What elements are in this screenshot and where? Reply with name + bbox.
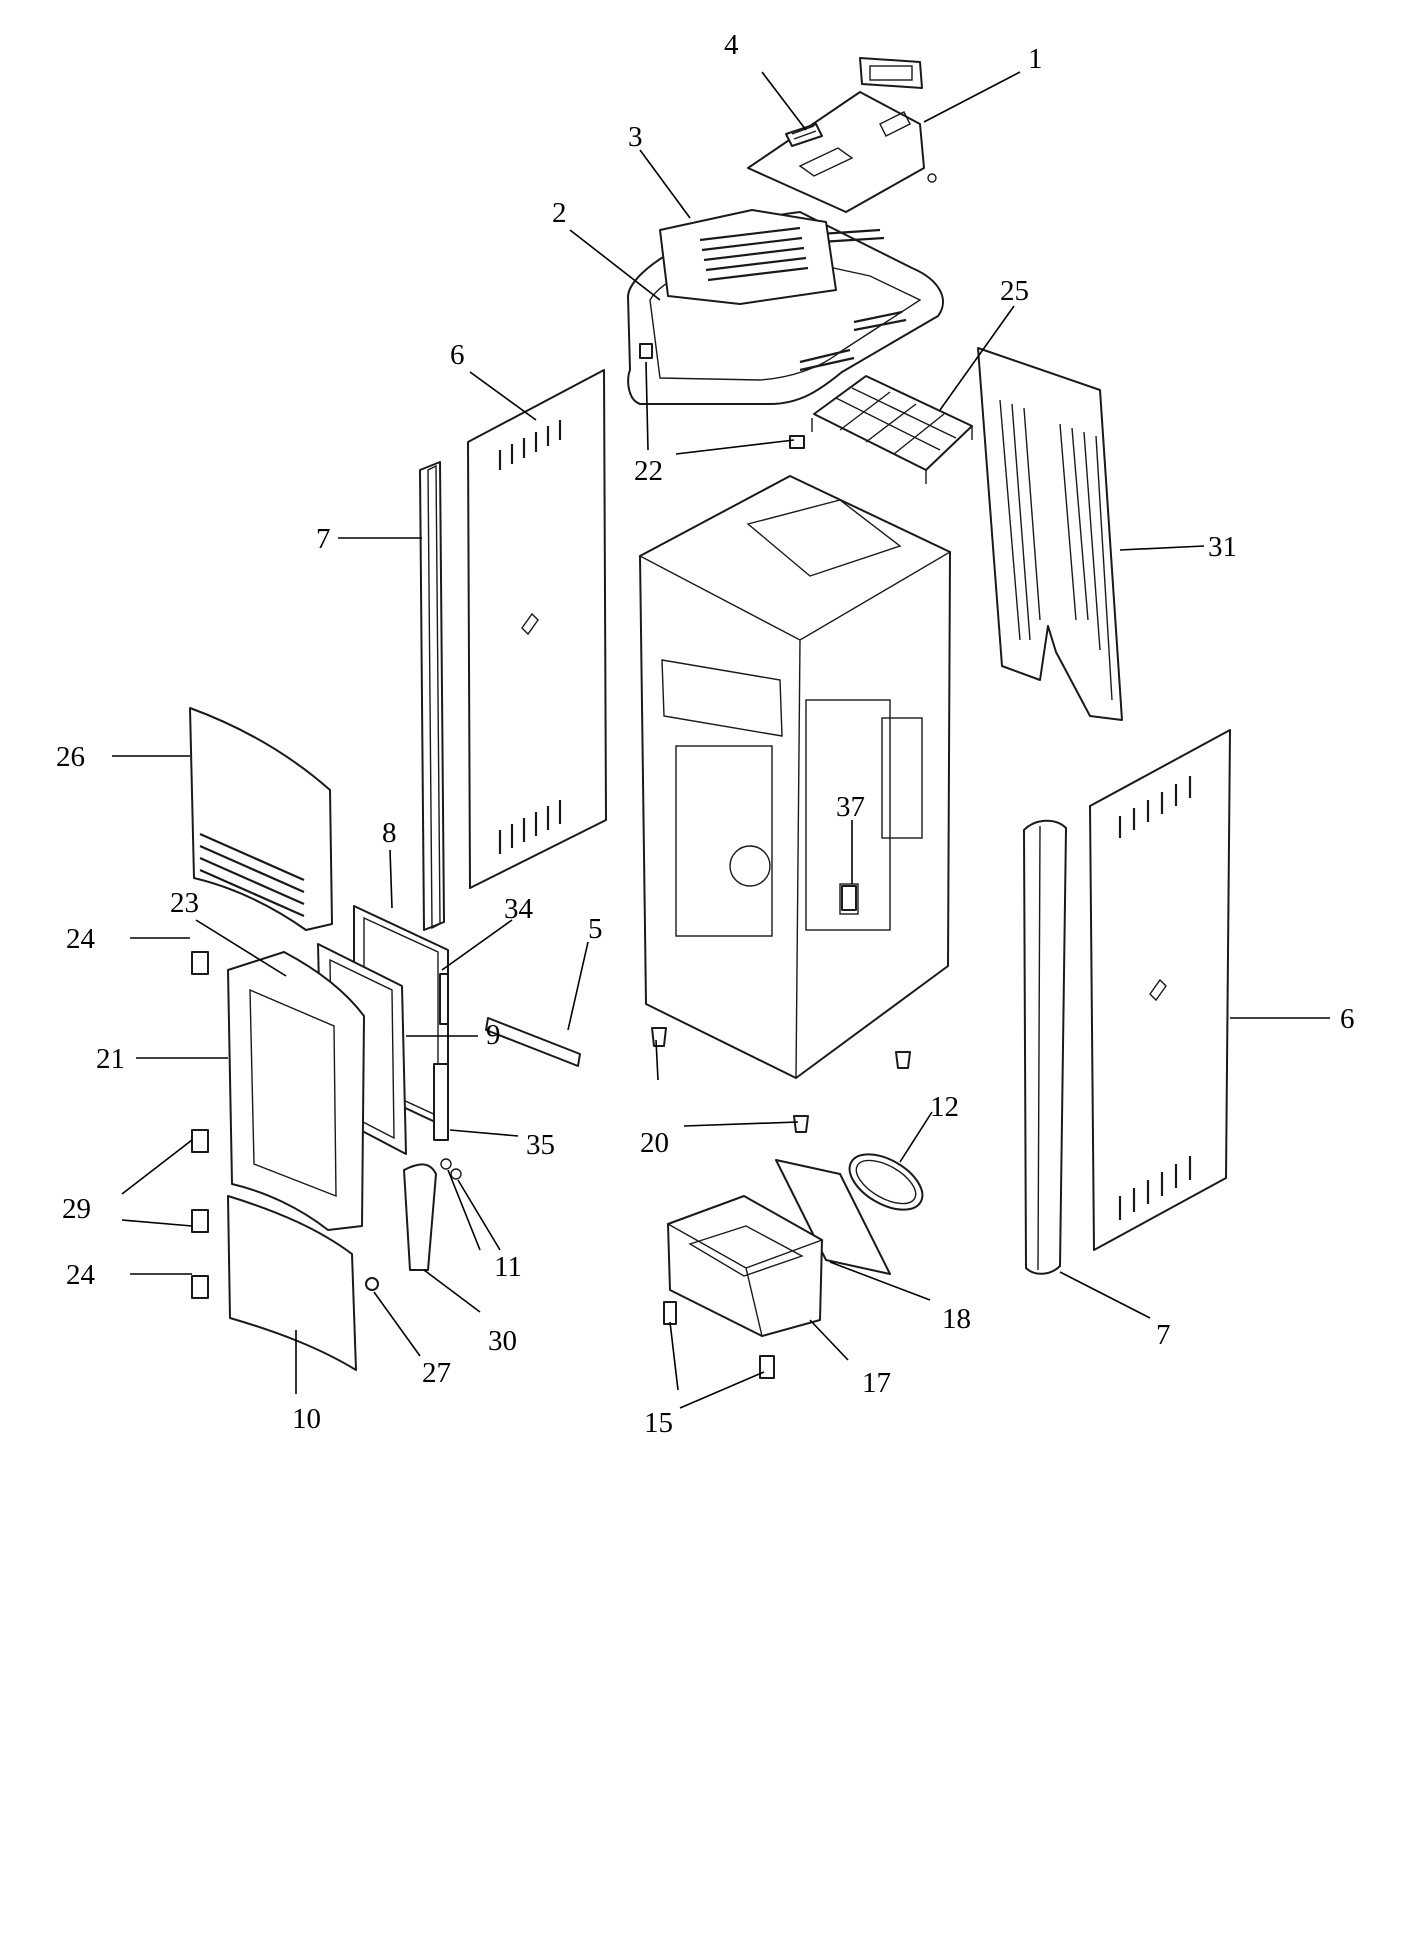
- callout-24-upper: 24: [66, 923, 96, 955]
- callout-31: 31: [1208, 531, 1237, 563]
- part-1-control-panel: [747, 57, 937, 213]
- part-22-top-feet: [639, 343, 805, 449]
- callout-9: 9: [486, 1019, 501, 1051]
- part-37-component: [841, 885, 857, 911]
- part-6-left-side-panel: [467, 369, 607, 889]
- leader-lines: [112, 71, 1330, 1409]
- part-3-top-grille: [659, 209, 837, 305]
- callout-35: 35: [526, 1129, 555, 1161]
- part-6-right-side-panel: [1089, 729, 1231, 1251]
- callout-26: 26: [56, 741, 85, 773]
- callout-37: 37: [836, 791, 865, 823]
- callout-20: 20: [640, 1127, 669, 1159]
- callout-5: 5: [588, 913, 603, 945]
- part-34-35-strip: [433, 973, 449, 1141]
- part-24-29-hinges: [191, 951, 209, 1299]
- callout-17: 17: [862, 1367, 891, 1399]
- callout-8: 8: [382, 817, 397, 849]
- part-20-feet: [651, 1027, 911, 1133]
- callout-6-right: 6: [1340, 1003, 1355, 1035]
- callout-22: 22: [634, 455, 663, 487]
- stove-main-body: [638, 475, 952, 1079]
- callout-7-right: 7: [1156, 1319, 1171, 1351]
- part-26-front-upper-panel: [189, 707, 333, 931]
- part-7-left-corner-profile: [419, 461, 445, 931]
- callout-11: 11: [494, 1251, 522, 1283]
- part-11-screws: [440, 1158, 462, 1180]
- part-25-wire-basket: [811, 375, 973, 484]
- callout-2: 2: [552, 197, 567, 229]
- callout-labels: 1 2 3 4 5 6 6 7 7 8 9 10 11 12 15 17 18 …: [56, 29, 1355, 1439]
- part-7-right-corner-profile: [1023, 819, 1067, 1275]
- callout-1: 1: [1028, 43, 1043, 75]
- callout-25: 25: [1000, 275, 1029, 307]
- callout-7-left: 7: [316, 523, 331, 555]
- callout-6-left: 6: [450, 339, 465, 371]
- part-12-gasket: [848, 1153, 924, 1211]
- part-18-plate: [775, 1159, 891, 1275]
- callout-30: 30: [488, 1325, 517, 1357]
- callout-4: 4: [724, 29, 739, 61]
- callout-24-lower: 24: [66, 1259, 96, 1291]
- part-30-air-pipe: [403, 1163, 437, 1271]
- part-17-ash-box: [666, 1195, 824, 1337]
- callout-3: 3: [628, 121, 643, 153]
- callout-10: 10: [292, 1403, 321, 1435]
- part-21-door-frame: [227, 951, 365, 1231]
- part-4-small-grille: [785, 123, 823, 147]
- callout-27: 27: [422, 1357, 451, 1389]
- part-27-handle: [365, 1277, 379, 1291]
- callout-12: 12: [930, 1091, 959, 1123]
- callout-23: 23: [170, 887, 199, 919]
- callout-29: 29: [62, 1193, 91, 1225]
- part-31-back-panel: [977, 347, 1123, 721]
- part-5-rail: [485, 1017, 581, 1067]
- callout-18: 18: [942, 1303, 971, 1335]
- callout-15: 15: [644, 1407, 673, 1439]
- callout-21: 21: [96, 1043, 125, 1075]
- part-10-lower-front-panel: [227, 1195, 357, 1371]
- callout-34: 34: [504, 893, 534, 925]
